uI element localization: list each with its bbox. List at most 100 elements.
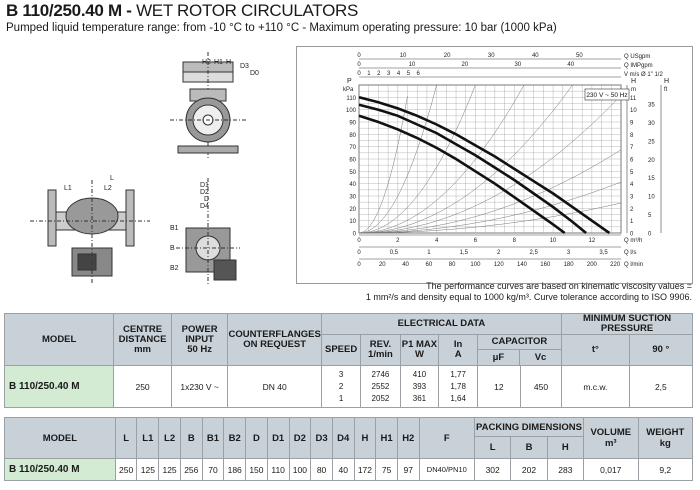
left-tick-label: 90: [349, 121, 356, 127]
top-tick-label: 5: [407, 71, 411, 77]
dim-label: D0: [250, 70, 259, 77]
rev-value: 2052: [371, 393, 390, 403]
title-dash: -: [121, 1, 137, 20]
top-tick-label: 6: [417, 71, 421, 77]
model-cell: B 110/250.40 M: [3, 365, 115, 408]
tunit-value: m.c.w.: [561, 365, 630, 408]
centre-distance-value: 250: [113, 365, 172, 408]
dim-value: 100: [288, 458, 312, 481]
bottom-tick-label: 1: [427, 250, 431, 256]
system-curve: [358, 84, 476, 234]
right-tick-label: 8: [630, 133, 634, 139]
left-tick-label: 30: [349, 195, 356, 201]
system-curve: [358, 96, 408, 234]
voltage-label: 230 V ~ 50 Hz: [586, 92, 627, 99]
dim-label: H1: [214, 59, 223, 66]
axis-unit-label: P: [347, 78, 352, 85]
header-min-suction: MINIMUM SUCTION PRESSURE: [561, 313, 693, 335]
top-axis-label: Q USgpm: [624, 54, 650, 60]
top-tick-label: 2: [377, 71, 381, 77]
dim-label: D2: [200, 189, 209, 196]
header-dim: H2: [396, 417, 420, 459]
p1-value: 393: [412, 381, 427, 391]
axis-unit-label: H: [631, 78, 636, 85]
header-dim: B1: [201, 417, 225, 459]
header-text: In: [453, 339, 463, 350]
bottom-tick-label: 80: [449, 262, 456, 268]
header-model: MODEL: [3, 313, 115, 366]
left-tick-label: 110: [346, 96, 356, 102]
header-dim: L2: [158, 417, 181, 459]
header-vc: Vc: [534, 352, 547, 363]
axis-unit-label: m: [631, 87, 636, 93]
bottom-tick-label: 20: [379, 262, 386, 268]
bottom-tick-label: 0: [357, 262, 361, 268]
left-tick-label: 100: [346, 108, 357, 114]
header-text: REV.: [369, 339, 392, 350]
product-category: WET ROTOR CIRCULATORS: [136, 1, 359, 20]
right-tick-label: 11: [630, 96, 637, 102]
dim-label: B2: [170, 265, 179, 272]
bottom-tick-label: 0,5: [390, 250, 399, 256]
left-tick-label: 10: [349, 219, 356, 225]
header-text: W: [414, 349, 424, 360]
header-temp: t°: [561, 334, 630, 366]
header-text: kg: [659, 438, 671, 449]
bottom-tick-label: 4: [435, 238, 439, 244]
right-tick-label: 25: [648, 139, 655, 145]
dim-value: 80: [310, 458, 333, 481]
bottom-tick-label: 6: [474, 238, 478, 244]
bottom-tick-label: 140: [517, 262, 528, 268]
header-text: P1 MAX: [401, 339, 438, 350]
right-tick-label: 0: [630, 232, 634, 238]
top-tick-label: 4: [397, 71, 401, 77]
bottom-tick-label: 2: [396, 238, 400, 244]
bottom-tick-label: 3: [567, 250, 571, 256]
header-packing: PACKING DIMENSIONS: [473, 417, 585, 437]
voltage-box: [584, 88, 630, 101]
right-tick-label: 3: [630, 195, 634, 201]
bottom-tick-label: 160: [540, 262, 551, 268]
right-tick-label: 9: [630, 121, 634, 127]
model-cell: B 110/250.40 M: [4, 458, 116, 481]
dim-value: 186: [223, 458, 247, 481]
speed-value: 2: [338, 381, 344, 391]
pack-value: 202: [510, 458, 548, 481]
bottom-tick-label: 0: [357, 238, 361, 244]
header-text: WEIGHT: [646, 427, 685, 438]
header-text: CENTRE: [123, 323, 163, 335]
header-text: m³: [604, 438, 617, 449]
model-name: B 110/250.40 M: [6, 1, 122, 20]
header-dim: D2: [288, 417, 312, 459]
header-text: ON REQUEST: [243, 338, 307, 350]
bottom-axis-label: Q l/s: [624, 250, 636, 256]
flange-value: DN40/PN10: [418, 458, 476, 481]
axis-unit-label: ft: [664, 87, 668, 93]
dim-value: 256: [179, 458, 203, 481]
bottom-tick-label: 3,5: [599, 250, 608, 256]
right-tick-label: 0: [648, 232, 652, 238]
right-tick-label: 1: [630, 219, 634, 225]
p1-value: 361: [412, 393, 427, 403]
bottom-tick-label: 2,5: [529, 250, 538, 256]
note-line-1: The performance curves are based on kine…: [426, 281, 692, 291]
left-tick-label: 60: [349, 158, 356, 164]
top-tick-label: 0: [357, 71, 361, 77]
dim-label: B1: [170, 225, 179, 232]
subtitle: Pumped liquid temperature range: from -1…: [6, 22, 557, 34]
dim-label: H: [226, 59, 231, 66]
page-title: B 110/250.40 M - WET ROTOR CIRCULATORS: [6, 1, 358, 21]
header-dim: D: [245, 417, 268, 459]
header-text: COUNTERFLANGES: [228, 328, 321, 340]
header-dim: H: [353, 417, 377, 459]
